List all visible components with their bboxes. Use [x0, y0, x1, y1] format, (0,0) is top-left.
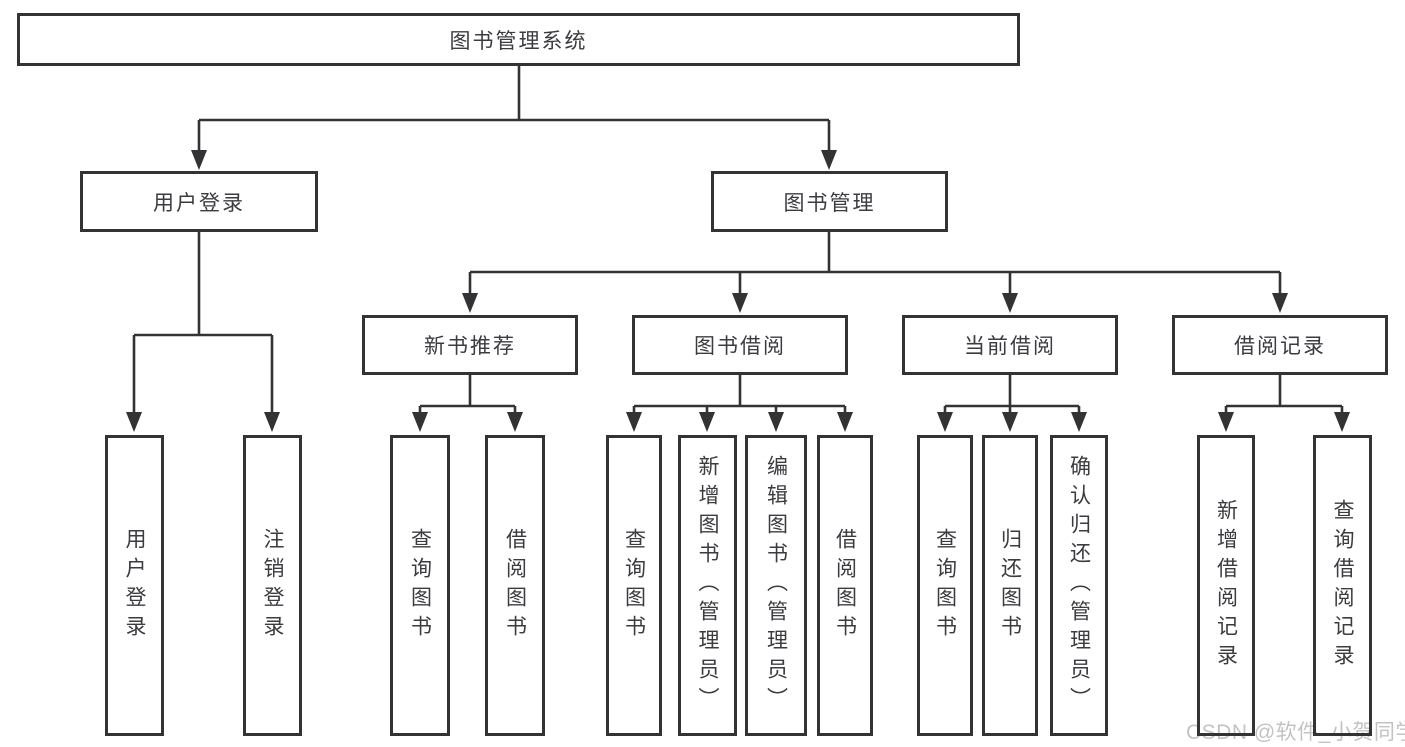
node-user-login-label: 用户登录	[153, 191, 245, 215]
leaf-return-books-label: 归还图书	[998, 527, 1022, 644]
node-user-login: 用户登录	[80, 171, 318, 232]
leaf-current-query-books: 查询图书	[917, 435, 973, 736]
node-book-borrowing: 图书借阅	[632, 315, 848, 375]
node-new-book-recommend: 新书推荐	[362, 315, 578, 375]
leaf-edit-books-admin-label: 编辑图书（管理员）	[764, 455, 788, 716]
node-current-borrowing-label: 当前借阅	[964, 335, 1056, 358]
leaf-recommend-borrow-books: 借阅图书	[485, 435, 545, 736]
leaf-recommend-query-books-label: 查询图书	[408, 527, 432, 644]
leaf-edit-books-admin: 编辑图书（管理员）	[745, 435, 807, 736]
leaf-return-books: 归还图书	[982, 435, 1038, 736]
leaf-add-borrow-record-label: 新增借阅记录	[1214, 498, 1238, 673]
leaf-user-login: 用户登录	[105, 435, 164, 736]
node-book-management-label: 图书管理	[783, 191, 876, 215]
node-new-book-recommend-label: 新书推荐	[424, 335, 516, 358]
leaf-logout-label: 注销登录	[261, 527, 284, 644]
leaf-query-borrow-record: 查询借阅记录	[1313, 435, 1372, 736]
leaf-current-query-books-label: 查询图书	[933, 527, 957, 644]
node-root-label: 图书管理系统	[449, 29, 588, 53]
leaf-recommend-borrow-books-label: 借阅图书	[503, 527, 527, 644]
node-book-management: 图书管理	[711, 171, 948, 232]
leaf-borrowing-borrow-books-label: 借阅图书	[833, 527, 857, 644]
leaf-add-borrow-record: 新增借阅记录	[1197, 435, 1255, 736]
leaf-query-borrow-record-label: 查询借阅记录	[1331, 498, 1354, 673]
node-borrowing-records: 借阅记录	[1172, 315, 1388, 375]
leaf-user-login-label: 用户登录	[123, 527, 146, 644]
node-current-borrowing: 当前借阅	[902, 315, 1118, 375]
leaf-borrowing-borrow-books: 借阅图书	[817, 435, 873, 736]
node-root-system: 图书管理系统	[17, 13, 1020, 66]
leaf-borrowing-query-books-label: 查询图书	[622, 527, 646, 644]
leaf-confirm-return-admin: 确认归还（管理员）	[1050, 435, 1108, 736]
leaf-confirm-return-admin-label: 确认归还（管理员）	[1067, 455, 1091, 716]
node-borrowing-records-label: 借阅记录	[1234, 335, 1326, 358]
leaf-logout: 注销登录	[243, 435, 302, 736]
leaf-borrowing-query-books: 查询图书	[606, 435, 662, 736]
watermark: CSDN @软件_小贺同学	[1186, 721, 1405, 744]
leaf-add-books-admin-label: 新增图书（管理员）	[696, 455, 719, 716]
node-book-borrowing-label: 图书借阅	[694, 335, 786, 358]
leaf-add-books-admin: 新增图书（管理员）	[678, 435, 737, 736]
leaf-recommend-query-books: 查询图书	[390, 435, 450, 736]
